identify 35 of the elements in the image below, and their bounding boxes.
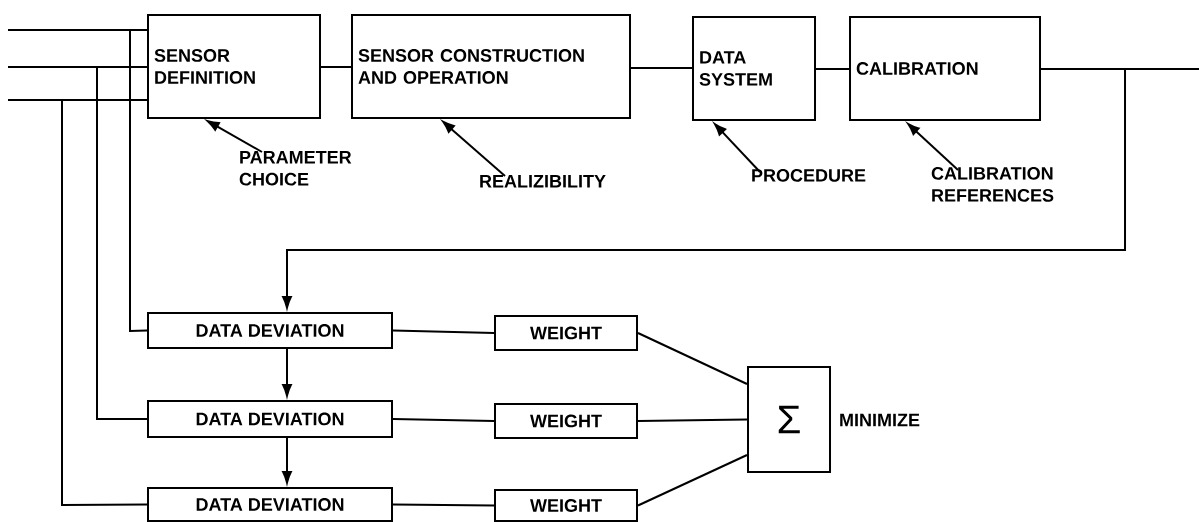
leader-line bbox=[206, 120, 263, 153]
arrow bbox=[282, 68, 1126, 309]
leader-line bbox=[442, 120, 506, 177]
process-box: DATA DEVIATION bbox=[147, 487, 393, 522]
process-box: DATA SYSTEM bbox=[692, 16, 816, 121]
arrow bbox=[282, 437, 292, 484]
connector-line bbox=[7, 29, 148, 333]
process-box: DATA DEVIATION bbox=[147, 400, 393, 438]
connector-line bbox=[320, 66, 352, 68]
side-label: MINIMIZE bbox=[840, 413, 920, 427]
connector-line bbox=[392, 418, 495, 422]
connector-line bbox=[630, 67, 693, 69]
process-box: WEIGHT bbox=[494, 489, 638, 522]
connector-line bbox=[815, 68, 850, 70]
arrow bbox=[282, 348, 292, 397]
annotation-text: PARAMETER CHOICE bbox=[239, 151, 352, 186]
process-box: WEIGHT bbox=[494, 403, 638, 439]
process-box: CALIBRATION bbox=[849, 16, 1041, 121]
connector-line bbox=[637, 418, 748, 422]
process-box: DATA DEVIATION bbox=[147, 312, 393, 349]
connector-line bbox=[7, 66, 148, 420]
annotation-text: REALIZIBILITY bbox=[480, 175, 606, 188]
annotation-text: PROCEDURE bbox=[752, 169, 866, 182]
leader-line bbox=[714, 123, 761, 173]
annotation-text: CALIBRATION REFERENCES bbox=[931, 167, 1054, 202]
connector-line bbox=[637, 332, 748, 385]
process-box: SENSOR CONSTRUCTION AND OPERATION bbox=[351, 14, 631, 119]
sum-box: Σ bbox=[747, 366, 831, 473]
connector-line bbox=[7, 99, 148, 506]
connector-line bbox=[392, 503, 495, 507]
connector-line bbox=[392, 329, 495, 334]
connector-line bbox=[637, 454, 748, 507]
leader-line bbox=[907, 123, 959, 171]
process-box: WEIGHT bbox=[494, 315, 638, 351]
process-box: SENSOR DEFINITION bbox=[147, 14, 321, 119]
